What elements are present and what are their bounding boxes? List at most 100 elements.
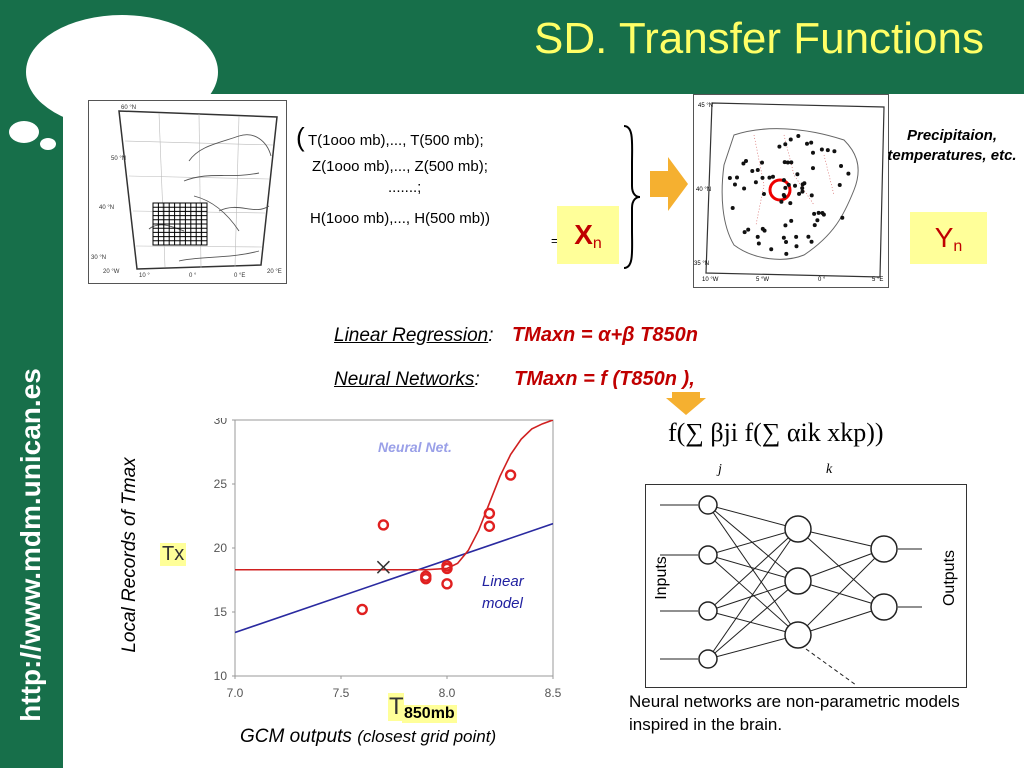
station-dot (794, 244, 799, 249)
station-dot (781, 192, 786, 197)
nn-input-node (698, 545, 718, 565)
station-dot (840, 215, 845, 220)
t850-subscript: 850mb (402, 705, 457, 723)
lon-label: 20 °W (103, 269, 120, 275)
nn-edge (707, 528, 799, 556)
x-vector-box: Xn (557, 206, 619, 264)
y-tick-label: 15 (214, 605, 228, 619)
station-dot (837, 182, 842, 187)
inputs-label: Inputs (652, 556, 670, 600)
station-dot (761, 192, 766, 197)
x-axis-label: GCM outputs (closest grid point) (240, 726, 496, 748)
station-dot (732, 182, 737, 187)
lon-label: 0 ° (189, 273, 197, 279)
station-dot (760, 226, 765, 231)
lat-label: 50 °N (111, 156, 127, 162)
y-vector-box: Yn (910, 212, 987, 264)
station-dot (727, 175, 732, 180)
x-axis-label-sub: (closest grid point) (357, 727, 497, 746)
x-tick-label: 8.5 (545, 686, 562, 700)
predictor-vector: ( T(1ooo mb),..., T(500 mb); Z(1ooo mb),… (296, 122, 566, 227)
nn-edge (707, 580, 799, 612)
linear-model-line (235, 522, 553, 634)
lat-label: 40 °N (99, 205, 115, 211)
station-dot (846, 171, 851, 176)
station-dot (812, 211, 817, 216)
neural-networks-row: Neural Networks: TMaxn = f (T850n ), (334, 368, 695, 391)
nn-diagram-graphic (660, 495, 922, 686)
predictor-line-ellipsis: .......; (388, 179, 422, 196)
nn-edges (660, 504, 922, 660)
iberia-map: 45 °N 40 °N 35 °N 10 °W 5 °W 0 ° 5 °E (693, 94, 889, 288)
station-dot (746, 227, 751, 232)
predictor-line-humidity: H(1ooo mb),..., H(500 mb)) (310, 210, 491, 227)
station-dot (781, 178, 786, 183)
nn-edge (797, 528, 885, 608)
station-dot (810, 166, 815, 171)
station-dot (742, 186, 747, 191)
nn-edge (797, 606, 885, 636)
linear-model-legend-line1: Linear (482, 573, 525, 590)
lon-label: 0 ° (818, 277, 826, 283)
y-tick-label: 30 (214, 418, 228, 427)
nn-edge (707, 504, 799, 530)
station-dot (784, 240, 789, 245)
station-dot (783, 185, 788, 190)
cross-marker (376, 560, 390, 574)
station-dot (795, 172, 800, 177)
station-dot (794, 234, 799, 239)
nn-edge (797, 548, 885, 582)
y-symbol: Y (934, 222, 954, 253)
x-tick-label: 7.0 (227, 686, 244, 700)
nn-edge (797, 548, 885, 636)
station-dot (755, 168, 760, 173)
lon-label: 10 °W (702, 277, 719, 283)
nn-formula: TMaxn = f (T850n ), (514, 368, 695, 390)
lat-label: 60 °N (121, 105, 137, 111)
data-point (420, 573, 432, 585)
lr-label: Linear Regression (334, 325, 489, 346)
arrow-down-icon (666, 392, 706, 415)
outputs-label: Outputs (941, 549, 959, 607)
station-dot (753, 180, 758, 185)
nn-dashed-edge (805, 648, 857, 686)
nn-math-formula: f(∑ βji f(∑ αik xkp)) (668, 418, 974, 462)
station-dot (820, 211, 825, 216)
station-dot (742, 230, 747, 235)
nn-output-node (870, 593, 898, 621)
station-dot (816, 210, 821, 215)
arrow-right-icon (650, 157, 688, 211)
nn-input-node (698, 649, 718, 669)
station-dot (783, 142, 788, 147)
y-tick-label: 25 (214, 477, 228, 491)
data-point (483, 507, 496, 520)
data-point (377, 519, 390, 531)
x-tick-label: 8.0 (439, 686, 456, 700)
nn-output-node (870, 535, 898, 563)
station-dot (777, 144, 782, 149)
station-dot (819, 147, 824, 152)
iberia-map-graphic (705, 102, 885, 278)
station-dot (770, 174, 775, 179)
station-dot (779, 199, 784, 204)
sum-index-k: k (826, 462, 833, 477)
station-dot (832, 149, 837, 154)
nn-edge (707, 528, 799, 612)
nn-label: Neural Networks (334, 369, 475, 390)
station-dot (756, 241, 761, 246)
station-dot (730, 206, 735, 211)
station-dot (812, 223, 817, 228)
y-tick-label: 10 (214, 669, 228, 683)
right-brace (623, 125, 641, 269)
station-dot (796, 134, 801, 139)
station-dot (767, 175, 772, 180)
data-point (356, 603, 368, 616)
nn-hidden-node (784, 567, 812, 595)
lon-label: 20 °E (267, 269, 282, 275)
data-point (441, 562, 453, 575)
data-point (441, 578, 453, 590)
predictand-label: Precipitaion, temperatures, etc. (887, 127, 1017, 164)
nn-edge (707, 610, 799, 636)
url-label[interactable]: http://www.mdm.unican.es (15, 368, 46, 722)
